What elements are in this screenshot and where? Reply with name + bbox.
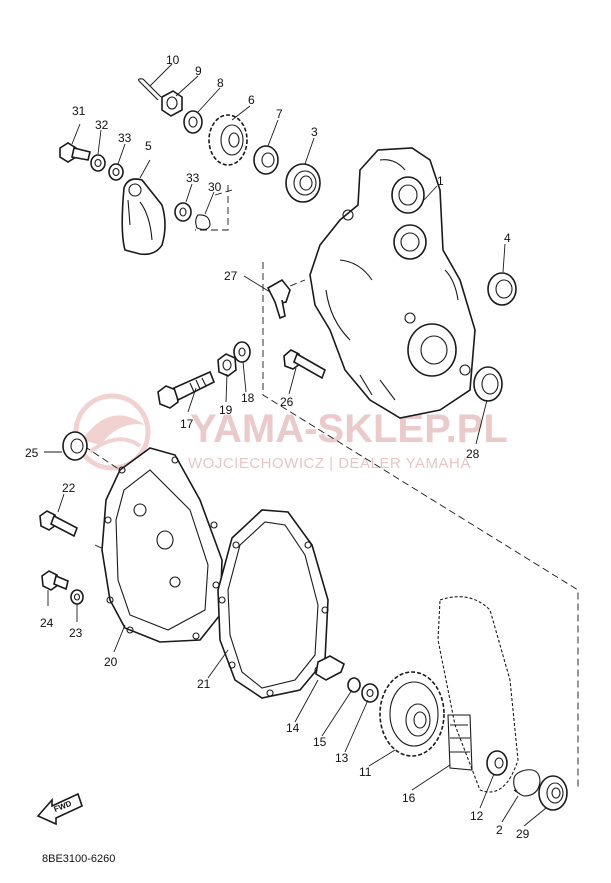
part-8-washer [183, 110, 203, 134]
callout-23: 23 [69, 626, 83, 640]
part-24-bolt [41, 570, 69, 591]
part-29-bearing [538, 775, 568, 811]
part-26-bolt [283, 349, 326, 380]
part-4-oil-seal [487, 272, 517, 306]
leader-lines [44, 63, 547, 827]
callout-27: 27 [224, 269, 238, 283]
fwd-arrow-icon: FWD [36, 792, 83, 826]
callout-16: 16 [402, 791, 416, 805]
part-28-oil-seal [473, 366, 503, 402]
callout-5: 5 [145, 139, 152, 153]
callout-22: 22 [62, 481, 76, 495]
callout-6: 6 [248, 93, 255, 107]
callout-17: 17 [180, 417, 194, 431]
part-9-nut [161, 90, 183, 117]
callout-29: 29 [516, 827, 530, 841]
part-17-bolt [157, 370, 216, 409]
part-11-sprocket [379, 671, 445, 757]
part-20-cover [101, 447, 223, 643]
part-5-chain-tensioner [121, 178, 166, 256]
part-22-bolt [39, 510, 78, 538]
part-21-gasket [217, 509, 329, 699]
part-19-nut [217, 353, 237, 377]
watermark: YAMA-SKLEP.PL WOJCIECHOWICZ | DEALER YAM… [73, 393, 508, 472]
part-7-collar [253, 145, 279, 175]
watermark-subtitle: WOJCIECHOWICZ | DEALER YAMAHA [188, 455, 471, 472]
callout-4: 4 [504, 231, 511, 245]
callout-18: 18 [241, 391, 255, 405]
part-15-washer [347, 677, 361, 693]
callout-9: 9 [195, 64, 202, 78]
callout-2: 2 [496, 823, 503, 837]
part-1-chain-case [309, 147, 476, 419]
part-18-washer [233, 341, 251, 363]
callout-3: 3 [311, 125, 318, 139]
part-33-washer-upper [108, 163, 124, 181]
callout-21: 21 [197, 677, 211, 691]
callout-10: 10 [166, 53, 180, 67]
callout-7: 7 [276, 107, 283, 121]
callout-24: 24 [40, 616, 54, 630]
callout-13: 13 [335, 751, 349, 765]
callout-25: 25 [25, 446, 39, 460]
callout-19: 19 [219, 403, 233, 417]
diagram-code: 8BE3100-6260 [42, 853, 115, 865]
part-12-collar [486, 750, 508, 776]
callout-15: 15 [313, 735, 327, 749]
callout-33-upper: 33 [118, 131, 132, 145]
part-23-washer [70, 589, 84, 605]
part-13-washer [361, 683, 379, 703]
part-2-circlip [513, 769, 541, 797]
callout-11: 11 [359, 765, 372, 779]
callout-31: 31 [72, 104, 86, 118]
part-30-clip [195, 214, 211, 231]
callout-1: 1 [437, 174, 444, 188]
part-3-bearing [285, 163, 321, 203]
callout-labels: 10 9 8 6 7 3 1 4 5 31 32 33 33 30 27 17 … [25, 53, 530, 841]
callout-8: 8 [217, 76, 224, 90]
part-10-cotter-pin [137, 78, 162, 101]
part-16-chain [437, 596, 519, 793]
part-6-sprocket [208, 114, 248, 166]
part-25-bearing [62, 431, 88, 461]
callout-28: 28 [466, 447, 480, 461]
watermark-title: YAMA-SKLEP.PL [190, 407, 508, 451]
callout-32: 32 [95, 118, 109, 132]
callout-12: 12 [470, 809, 484, 823]
callout-20: 20 [104, 655, 118, 669]
callout-33-lower: 33 [186, 171, 200, 185]
part-32-washer [90, 154, 106, 172]
part-27-breather-fitting [266, 278, 291, 320]
part-14-shaft-bolt [315, 655, 345, 681]
part-31-bolt [59, 142, 91, 163]
callout-30: 30 [208, 180, 222, 194]
callout-26: 26 [280, 395, 294, 409]
part-33-washer-lower [174, 202, 192, 222]
callout-14: 14 [286, 721, 300, 735]
